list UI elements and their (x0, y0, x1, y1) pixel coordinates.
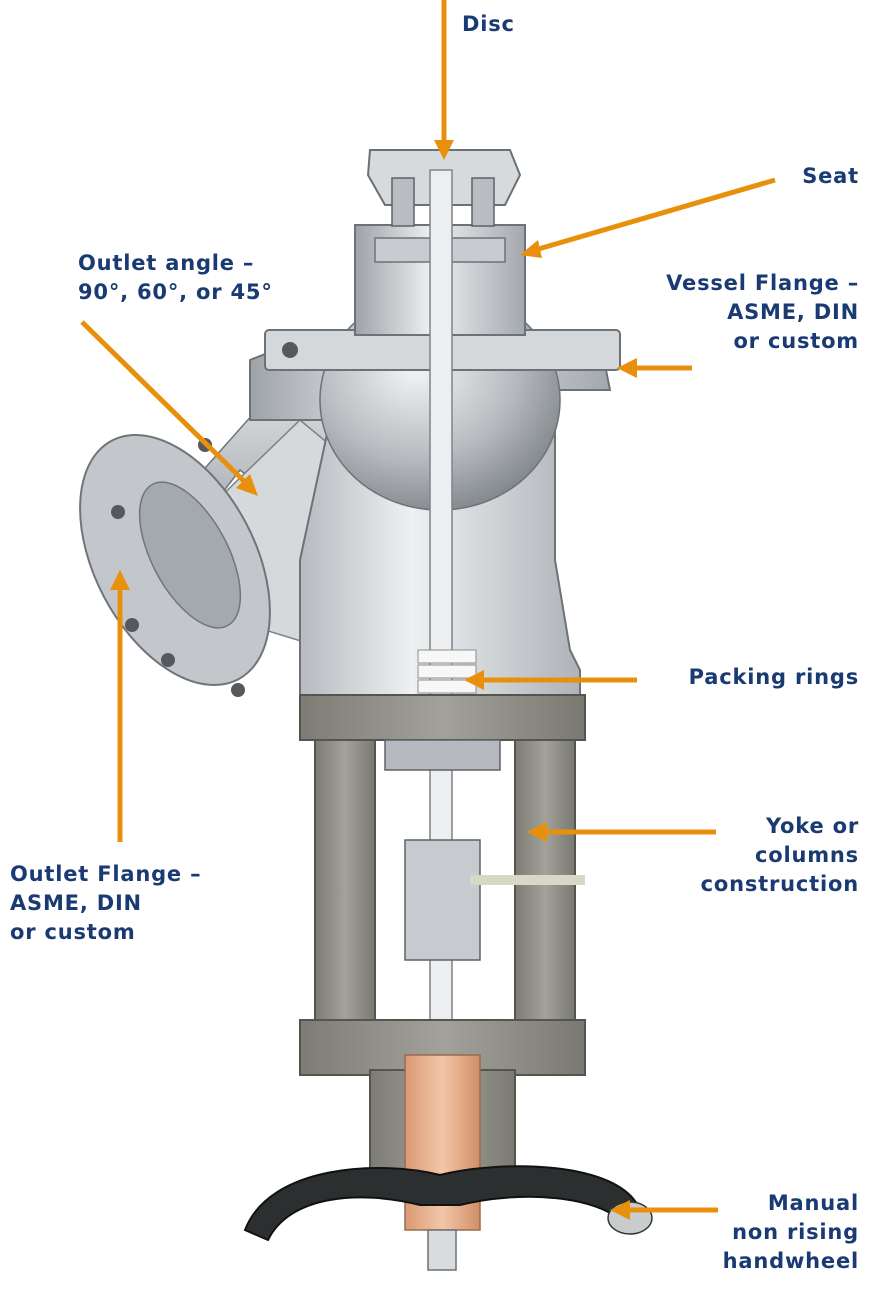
arrow-seat (520, 177, 776, 258)
label-line: Outlet Flange – (10, 862, 202, 886)
label-line: or custom (733, 329, 859, 353)
stem-coupling (404, 839, 481, 961)
arrow-outlet-flange (110, 570, 130, 842)
label-line: construction (700, 872, 859, 896)
label-line: Seat (802, 164, 859, 188)
arrow-outlet-angle (80, 320, 258, 496)
yoke (299, 694, 586, 1076)
gland-nut (384, 739, 501, 771)
label-line: 90°, 60°, or 45° (78, 280, 273, 304)
label-line: Packing rings (688, 665, 859, 689)
arrow-disc (434, 0, 454, 160)
label-line: Disc (462, 12, 515, 36)
flange-bolt-hole (282, 342, 298, 358)
packing-ring (417, 649, 477, 664)
label-line: ASME, DIN (727, 300, 859, 324)
disc-nut-left (391, 177, 415, 227)
arrow-handwheel (610, 1200, 718, 1220)
label-outlet-angle: Outlet angle – 90°, 60°, or 45° (78, 249, 273, 307)
label-disc: Disc (462, 10, 515, 39)
stem-end (427, 1229, 457, 1271)
disc-nut-right (471, 177, 495, 227)
arrow-vessel-flange (617, 358, 692, 378)
label-line: Yoke or (765, 814, 859, 838)
flange-bolt-hole (125, 618, 139, 632)
flange-bolt-hole (231, 683, 245, 697)
flange-bolt-hole (161, 653, 175, 667)
label-outlet-flange: Outlet Flange – ASME, DIN or custom (10, 860, 201, 947)
label-line: handwheel (722, 1249, 859, 1273)
label-line: Outlet angle – (78, 251, 255, 275)
yoke-top-plate (299, 694, 586, 741)
arrow-packing-rings (464, 670, 637, 690)
label-line: ASME, DIN (10, 891, 142, 915)
label-packing-rings: Packing rings (689, 663, 859, 692)
yoke-right-column (514, 739, 576, 1061)
label-line: Vessel Flange – (666, 271, 859, 295)
outlet-flange-bore (138, 481, 242, 629)
label-yoke: Yoke or columns construction (701, 812, 859, 899)
label-vessel-flange: Vessel Flange – ASME, DIN or custom (666, 269, 859, 356)
label-line: or custom (10, 920, 136, 944)
packing-ring (417, 664, 477, 679)
label-handwheel: Manual non rising handwheel (723, 1189, 859, 1276)
label-line: non rising (732, 1220, 859, 1244)
leader-arrows (80, 0, 776, 1220)
label-line: columns (755, 843, 859, 867)
arrow-yoke (527, 822, 716, 842)
yoke-left-column (314, 739, 376, 1061)
label-seat: Seat (802, 162, 859, 191)
packing-ring (417, 679, 477, 694)
flange-bolt-hole (111, 505, 125, 519)
label-line: Manual (767, 1191, 859, 1215)
